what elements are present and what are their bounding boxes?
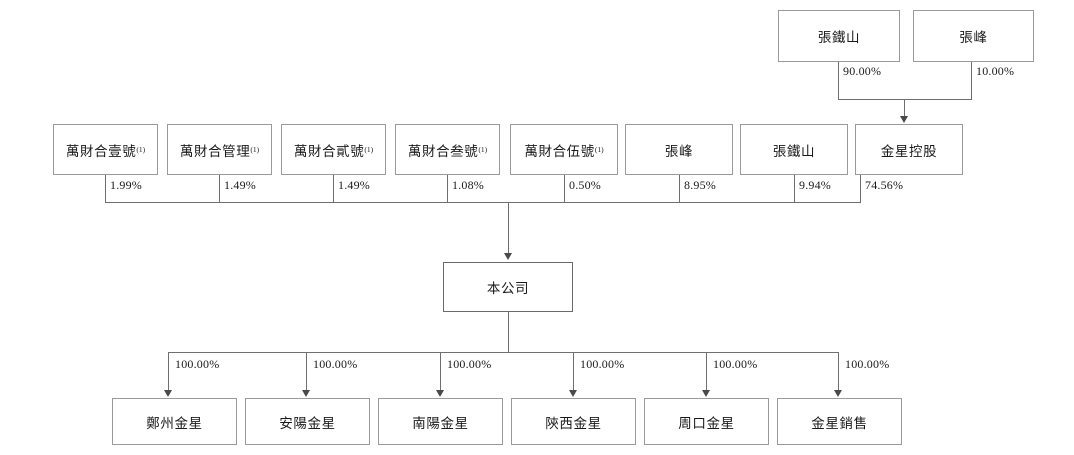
- percent-zhang-feng-mid: 8.95%: [684, 178, 716, 192]
- node-label: 陝西金星: [545, 415, 602, 431]
- edge-zhang-tieshan-top-to-jinxing: [838, 62, 839, 100]
- node-zhengzhou-jinxing: 鄭州金星: [112, 398, 237, 445]
- node-zhang-feng-top: 張峰: [913, 10, 1034, 62]
- node-footnote-marker: (1): [250, 144, 260, 154]
- node-wancaihe-erhao: 萬財合貳號(1): [281, 124, 386, 175]
- percent-shaanxi-jinxing: 100.00%: [580, 357, 625, 371]
- node-label: 張峰: [664, 143, 694, 159]
- node-label: 萬財合伍號: [524, 143, 595, 159]
- node-label: 張鐵山: [772, 143, 816, 159]
- node-jinxing-holding: 金星控股: [855, 124, 963, 175]
- node-label: 鄭州金星: [146, 415, 203, 431]
- edge-company-to-nanyang-jinxing: [440, 352, 441, 391]
- tier2-drop-to-company: [508, 202, 509, 253]
- edge-wancaihe-erhao-to-company: [333, 175, 334, 203]
- node-footnote-marker: (1): [136, 144, 146, 154]
- percent-wancaihe-erhao: 1.49%: [338, 178, 370, 192]
- arrowhead-to-the-company: [504, 253, 512, 260]
- node-label: 萬財合管理: [179, 143, 251, 159]
- node-footnote-marker: (1): [594, 144, 604, 154]
- edge-zhang-feng-mid-to-company: [679, 175, 680, 203]
- edge-company-to-anyang-jinxing: [306, 352, 307, 391]
- node-anyang-jinxing: 安陽金星: [245, 398, 370, 445]
- edge-wancaihe-sanhao-to-company: [447, 175, 448, 203]
- edge-zhang-feng-top-to-jinxing: [971, 62, 972, 100]
- node-label: 金星銷售: [811, 415, 868, 431]
- tier1-bus: [838, 99, 972, 100]
- node-zhang-tieshan-top: 張鐵山: [778, 10, 900, 62]
- node-jinxing-sales: 金星銷售: [777, 398, 902, 445]
- node-nanyang-jinxing: 南陽金星: [378, 398, 503, 445]
- edge-company-to-jinxing-sales: [838, 352, 839, 391]
- edge-wancaihe-yihao-to-company: [105, 175, 106, 203]
- edge-zhang-tieshan-mid-to-company: [794, 175, 795, 203]
- node-shaanxi-jinxing: 陝西金星: [511, 398, 636, 445]
- percent-wancaihe-guanli: 1.49%: [224, 178, 256, 192]
- arrowhead-to-anyang-jinxing: [302, 390, 310, 397]
- percent-zhoukou-jinxing: 100.00%: [713, 357, 758, 371]
- tier3-bus: [168, 352, 839, 353]
- node-label: 張鐵山: [817, 30, 861, 45]
- node-label: 萬財合壹號: [65, 143, 137, 159]
- percent-zhang-feng-top: 10.00%: [976, 64, 1015, 78]
- arrowhead-to-jinxing-sales: [834, 390, 842, 397]
- node-the-company: 本公司: [443, 262, 573, 312]
- arrowhead-to-zhengzhou-jinxing: [164, 390, 172, 397]
- node-wancaihe-guanli: 萬財合管理(1): [167, 124, 272, 175]
- arrowhead-to-jinxing-holding: [900, 116, 908, 123]
- arrowhead-to-zhoukou-jinxing: [702, 390, 710, 397]
- edge-company-to-zhoukou-jinxing: [706, 352, 707, 391]
- edge-wancaihe-wuhao-to-company: [564, 175, 565, 203]
- node-footnote-marker: (1): [478, 144, 488, 154]
- node-zhoukou-jinxing: 周口金星: [644, 398, 769, 445]
- percent-wancaihe-yihao: 1.99%: [110, 178, 142, 192]
- node-wancaihe-sanhao: 萬財合叁號(1): [395, 124, 500, 175]
- node-label: 張峰: [959, 30, 988, 45]
- percent-nanyang-jinxing: 100.00%: [447, 357, 492, 371]
- node-footnote-marker: (1): [364, 144, 374, 154]
- edge-company-to-shaanxi-jinxing: [573, 352, 574, 391]
- node-zhang-tieshan-mid: 張鐵山: [740, 124, 848, 175]
- percent-anyang-jinxing: 100.00%: [313, 357, 358, 371]
- percent-wancaihe-sanhao: 1.08%: [452, 178, 484, 192]
- node-label: 安陽金星: [279, 415, 336, 431]
- company-stem-to-subsidiaries: [508, 312, 509, 353]
- percent-zhengzhou-jinxing: 100.00%: [175, 357, 220, 371]
- arrowhead-to-nanyang-jinxing: [436, 390, 444, 397]
- node-label: 萬財合叁號: [407, 143, 479, 159]
- node-label: 周口金星: [678, 415, 735, 431]
- node-wancaihe-wuhao: 萬財合伍號(1): [510, 124, 618, 175]
- percent-zhang-tieshan-top: 90.00%: [843, 64, 882, 78]
- arrowhead-to-shaanxi-jinxing: [569, 390, 577, 397]
- node-wancaihe-yihao: 萬財合壹號(1): [53, 124, 158, 175]
- node-label: 萬財合貳號: [293, 143, 365, 159]
- percent-jinxing-sales: 100.00%: [845, 357, 890, 371]
- node-zhang-feng-mid: 張峰: [625, 124, 733, 175]
- percent-zhang-tieshan-mid: 9.94%: [799, 178, 831, 192]
- edge-company-to-zhengzhou-jinxing: [168, 352, 169, 391]
- node-label: 金星控股: [880, 143, 938, 159]
- node-label: 本公司: [486, 281, 530, 296]
- tier1-drop-to-jinxing: [904, 99, 905, 117]
- percent-jinxing-holding: 74.56%: [865, 178, 904, 192]
- tier2-bus: [105, 202, 861, 203]
- edge-wancaihe-guanli-to-company: [219, 175, 220, 203]
- node-label: 南陽金星: [412, 415, 469, 431]
- percent-wancaihe-wuhao: 0.50%: [569, 178, 601, 192]
- edge-jinxing-holding-to-company: [860, 175, 861, 203]
